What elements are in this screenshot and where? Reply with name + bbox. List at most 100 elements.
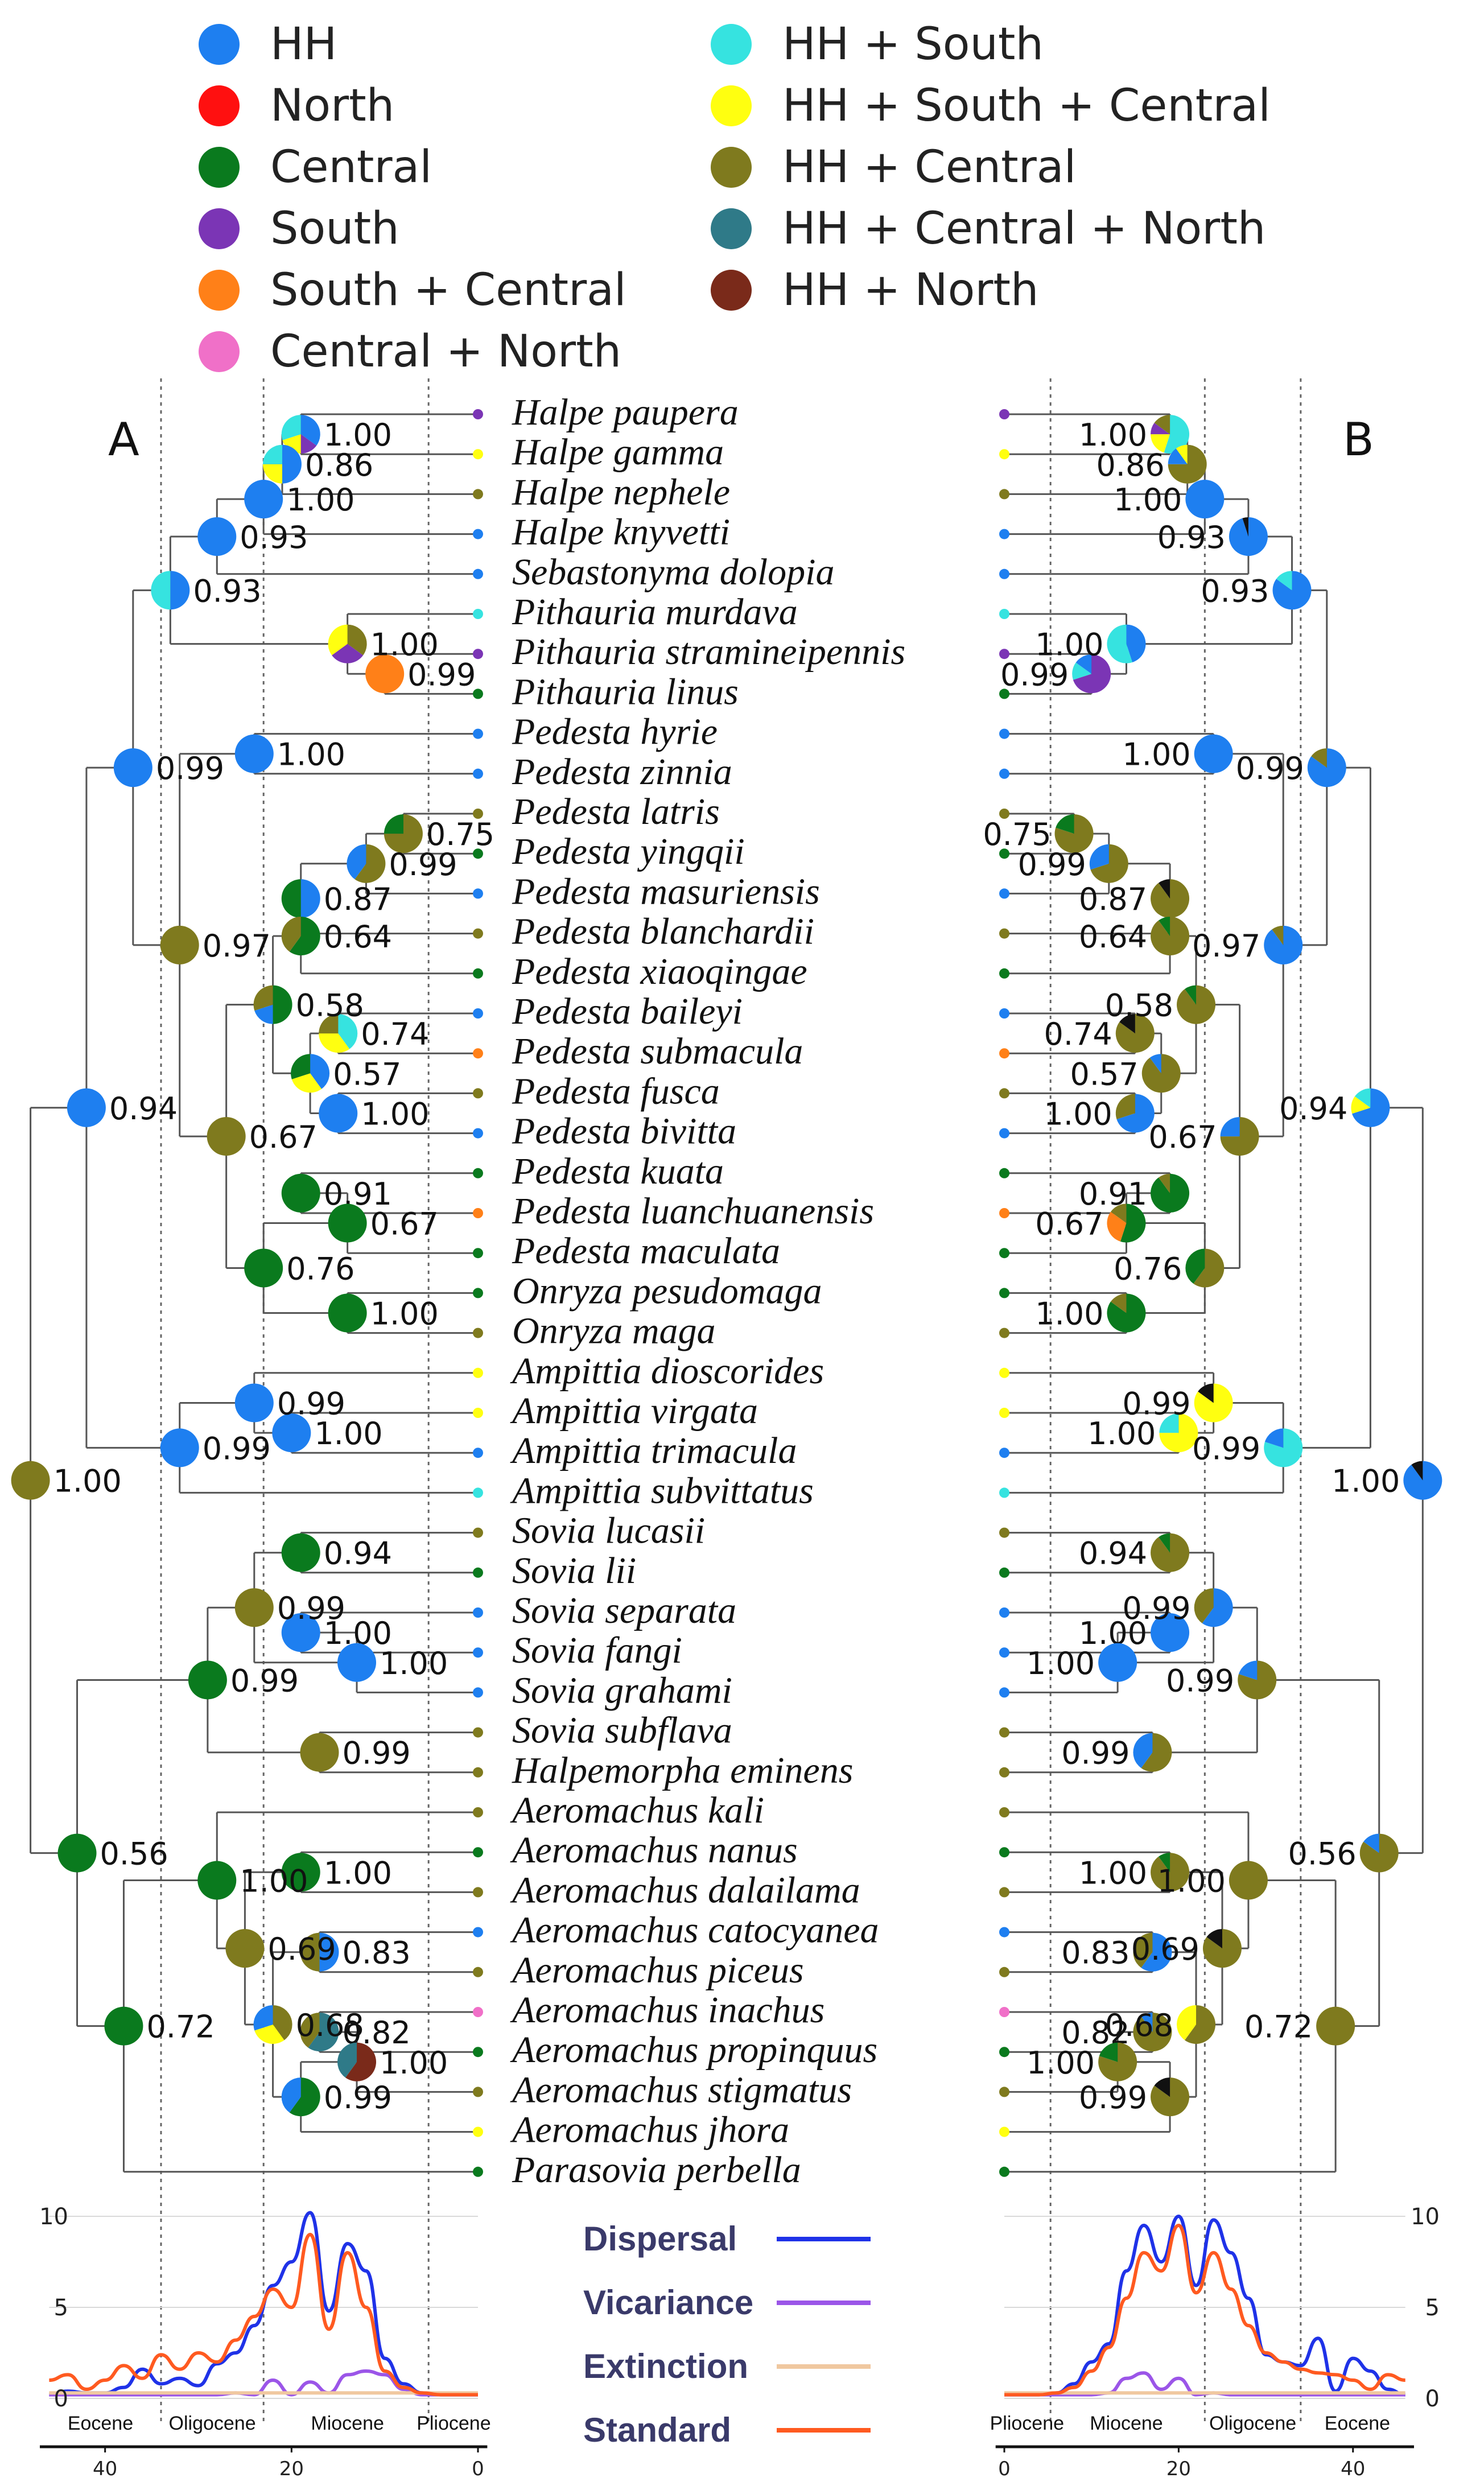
node-pie-a-slice-0 xyxy=(345,2042,377,2081)
node-pie-b-slice-1 xyxy=(1072,662,1092,680)
support-value-a: 1.00 xyxy=(380,2045,448,2081)
tip-dot-b xyxy=(999,1448,1009,1458)
tip-dot-a xyxy=(473,1168,483,1178)
node-pie-a xyxy=(337,1643,377,1682)
support-value-b: 0.83 xyxy=(1061,1935,1130,1971)
legend-swatch xyxy=(199,270,240,311)
node-pie-a-slice-1 xyxy=(337,2042,357,2078)
node-pie-b-slice-2 xyxy=(1075,654,1092,674)
tip-dot-a xyxy=(473,2087,483,2097)
support-value-b: 0.99 xyxy=(1192,1430,1260,1466)
tip-dot-b xyxy=(999,689,1009,699)
node-pie-a-slice xyxy=(113,748,152,788)
plot-y-tick: 5 xyxy=(1425,2295,1440,2321)
node-pie-b-slice-1 xyxy=(1159,879,1170,899)
legend-swatch xyxy=(711,85,752,126)
node-pie-a xyxy=(253,2005,292,2044)
support-value-b: 1.00 xyxy=(1044,1096,1112,1132)
node-pie-b-slice-1 xyxy=(1159,1853,1170,1873)
support-value-b: 0.69 xyxy=(1131,1931,1199,1967)
node-pie-b-slice-0 xyxy=(1202,1588,1233,1627)
node-pie-a-slice-1 xyxy=(281,879,301,918)
node-pie-a-slice xyxy=(300,1733,339,1772)
legend-swatch xyxy=(199,331,240,372)
node-pie-a xyxy=(319,1014,358,1053)
node-pie-a xyxy=(197,1861,237,1900)
taxon-name: Halpe nephele xyxy=(512,471,730,513)
node-pie-b-slice-1 xyxy=(1089,844,1109,870)
epoch-label: Pliocene xyxy=(417,2413,490,2434)
tip-dot-a xyxy=(473,1448,483,1458)
node-pie-b xyxy=(1264,925,1303,964)
node-pie-a-slice xyxy=(160,1428,199,1467)
taxon-name: Pedesta bivitta xyxy=(512,1111,736,1152)
time-axis-label: 40 xyxy=(1341,2458,1365,2480)
node-pie-b xyxy=(1089,844,1128,883)
node-pie-b-slice-1 xyxy=(1099,2042,1118,2062)
tip-dot-a xyxy=(473,1288,483,1298)
support-value-b: 0.93 xyxy=(1201,573,1269,609)
tip-dot-b xyxy=(999,1088,1009,1099)
node-pie-a-slice-0 xyxy=(354,844,386,883)
node-pie-a-slice-2 xyxy=(291,1054,311,1079)
node-pie-a-slice-1 xyxy=(254,1004,273,1024)
node-pie-a-slice-1 xyxy=(151,571,171,610)
node-pie-a-slice-0 xyxy=(300,415,320,446)
node-pie-a xyxy=(281,916,320,955)
node-pie-b-slice-2 xyxy=(1176,444,1188,464)
legend-swatch xyxy=(199,147,240,188)
panel-label-b: B xyxy=(1343,413,1374,466)
support-value-a: 1.00 xyxy=(277,737,345,773)
node-pie-a-slice-1 xyxy=(332,644,364,663)
node-pie-b-slice-1 xyxy=(1198,1383,1214,1403)
node-pie-b-slice-0 xyxy=(1107,1293,1146,1333)
node-pie-b-slice-0 xyxy=(1151,1533,1190,1572)
support-value-b: 0.99 xyxy=(1079,2080,1147,2116)
tip-dot-b xyxy=(999,728,1009,739)
tip-dot-b xyxy=(999,409,1009,419)
tip-dot-b xyxy=(999,1567,1009,1578)
node-pie-b xyxy=(1115,1094,1155,1133)
support-value-a: 0.67 xyxy=(249,1119,318,1155)
support-value-b: 0.68 xyxy=(1105,2007,1173,2043)
plot-y-tick: 10 xyxy=(39,2204,68,2230)
support-value-a: 1.00 xyxy=(370,627,439,663)
taxon-name: Pedesta latris xyxy=(512,791,720,832)
node-pie-b-slice-1 xyxy=(1185,985,1197,1005)
node-pie-b xyxy=(1238,1660,1277,1700)
node-pie-b-slice-1 xyxy=(1159,916,1170,936)
tip-dot-b xyxy=(999,968,1009,979)
taxon-name: Aeromachus dalailama xyxy=(510,1869,860,1911)
tip-dot-b xyxy=(999,809,1009,819)
node-pie-a xyxy=(234,1588,274,1627)
taxon-name: Sovia fangi xyxy=(512,1630,682,1671)
tip-dot-b xyxy=(999,1847,1009,1858)
support-value-b: 1.00 xyxy=(1027,2045,1095,2081)
node-pie-a-slice xyxy=(365,654,405,694)
node-pie-a-slice-0 xyxy=(319,1932,339,1972)
support-value-a: 0.93 xyxy=(240,520,308,555)
tip-dot-b xyxy=(999,1767,1009,1778)
node-pie-b-slice-1 xyxy=(1149,1054,1161,1074)
node-pie-a-slice xyxy=(281,1853,320,1892)
node-pie-b xyxy=(1359,1833,1399,1873)
node-pie-b xyxy=(1151,1853,1190,1892)
node-pie-a-slice-2 xyxy=(328,624,348,656)
series-line-standard xyxy=(1004,2224,1405,2397)
support-value-b: 0.94 xyxy=(1279,1091,1347,1127)
epoch-label: Eocene xyxy=(68,2413,133,2434)
node-pie-a xyxy=(384,814,423,854)
node-pie-a xyxy=(337,2042,377,2081)
taxon-name: Onryza pesudomaga xyxy=(512,1270,822,1312)
node-pie-a-slice-1 xyxy=(254,2024,285,2044)
node-pie-a-slice xyxy=(337,1643,377,1682)
support-value-a: 0.75 xyxy=(426,817,494,852)
node-pie-a xyxy=(291,1054,330,1093)
node-pie-b xyxy=(1194,1383,1233,1423)
node-pie-b xyxy=(1168,444,1207,484)
taxon-name: Aeromachus kali xyxy=(510,1790,764,1831)
plot-y-tick: 0 xyxy=(54,2386,68,2412)
tip-dot-a xyxy=(473,1328,483,1338)
